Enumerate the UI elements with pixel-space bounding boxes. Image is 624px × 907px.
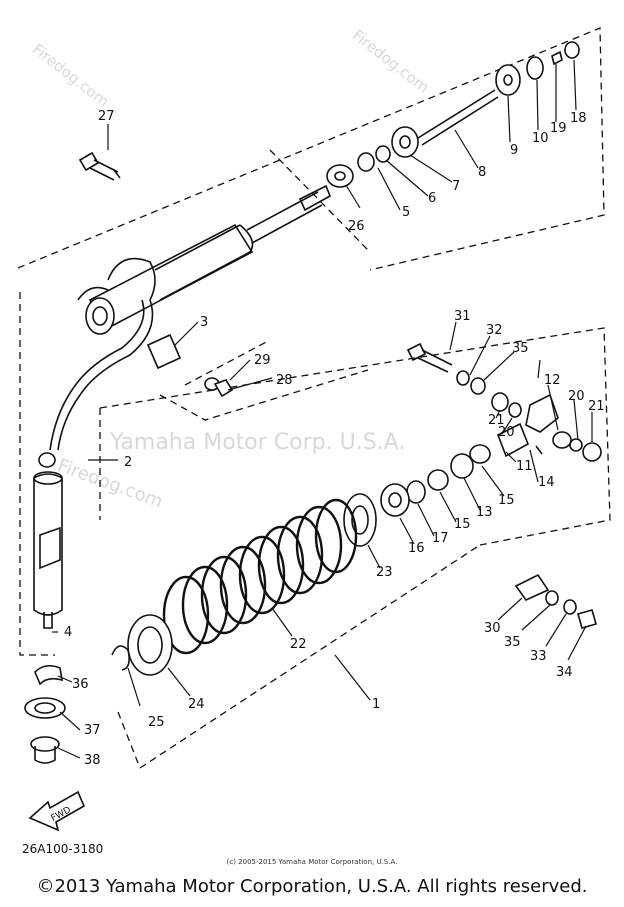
callout-31: 31: [454, 309, 471, 324]
callout-2: 2: [124, 455, 132, 470]
spring-guide-24: [111, 614, 173, 676]
callout-9: 9: [510, 143, 518, 158]
callout-5: 5: [402, 205, 410, 220]
callout-29: 29: [254, 353, 271, 368]
callout-36: 36: [72, 677, 89, 692]
collar-30: [514, 573, 597, 629]
callout-11: 11: [516, 459, 533, 474]
assembly-outline: [17, 27, 611, 769]
callout-26: 26: [348, 219, 365, 234]
copyright-notice: ©2013 Yamaha Motor Corporation, U.S.A. A…: [36, 876, 588, 897]
coil-spring-22: [162, 498, 358, 655]
callout-14: 14: [538, 475, 555, 490]
callout-37: 37: [84, 723, 101, 738]
callout-21a: 21: [488, 413, 505, 428]
callout-24: 24: [188, 697, 205, 712]
callout-35b: 35: [504, 635, 521, 650]
callout-27: 27: [98, 109, 115, 124]
callout-20b: 20: [568, 389, 585, 404]
callout-38: 38: [84, 753, 101, 768]
callout-1: 1: [372, 697, 380, 712]
fwd-arrow-icon: [28, 790, 86, 832]
leader-lines: [52, 59, 593, 759]
callout-10: 10: [532, 131, 549, 146]
callout-18: 18: [570, 111, 587, 126]
callout-33: 33: [530, 649, 547, 664]
callout-22: 22: [290, 637, 307, 652]
callout-23: 23: [376, 565, 393, 580]
callout-35a: 35: [512, 341, 529, 356]
callout-13: 13: [476, 505, 493, 520]
shock-absorber-body: [77, 184, 332, 335]
callout-20a: 20: [498, 425, 515, 440]
callout-28: 28: [276, 373, 293, 388]
upper-collar-stack: [326, 41, 580, 188]
callout-15b: 15: [454, 517, 471, 532]
callout-16: 16: [408, 541, 425, 556]
diagram-code: 26A100-3180: [22, 842, 104, 856]
link-assembly: [380, 342, 602, 517]
callout-numbers: 1 2 3 4 5 6 7 8 9 10 11 12 13 14 15 15 1…: [50, 109, 605, 824]
callout-21b: 21: [588, 399, 605, 414]
reservoir-hose-and-tank: [33, 299, 154, 629]
callout-7: 7: [452, 179, 460, 194]
callout-8: 8: [478, 165, 486, 180]
small-copyright: (c) 2005-2015 Yamaha Motor Corporation, …: [226, 858, 398, 866]
callout-32: 32: [486, 323, 503, 338]
callout-4: 4: [64, 625, 72, 640]
callout-12: 12: [544, 373, 561, 388]
callout-19: 19: [550, 121, 567, 136]
spring-seat-23: [343, 493, 377, 547]
callout-30: 30: [484, 621, 501, 636]
lower-mount-3: [146, 333, 234, 398]
callout-15a: 15: [498, 493, 515, 508]
callout-3: 3: [200, 315, 208, 330]
callout-6: 6: [428, 191, 436, 206]
callout-34: 34: [556, 665, 573, 680]
watermark-yamaha: Yamaha Motor Corp. U.S.A.: [110, 430, 406, 455]
bolt-27: [78, 151, 121, 181]
seal-parts-36-38: [24, 664, 66, 764]
callout-17: 17: [432, 531, 449, 546]
callout-25: 25: [148, 715, 165, 730]
